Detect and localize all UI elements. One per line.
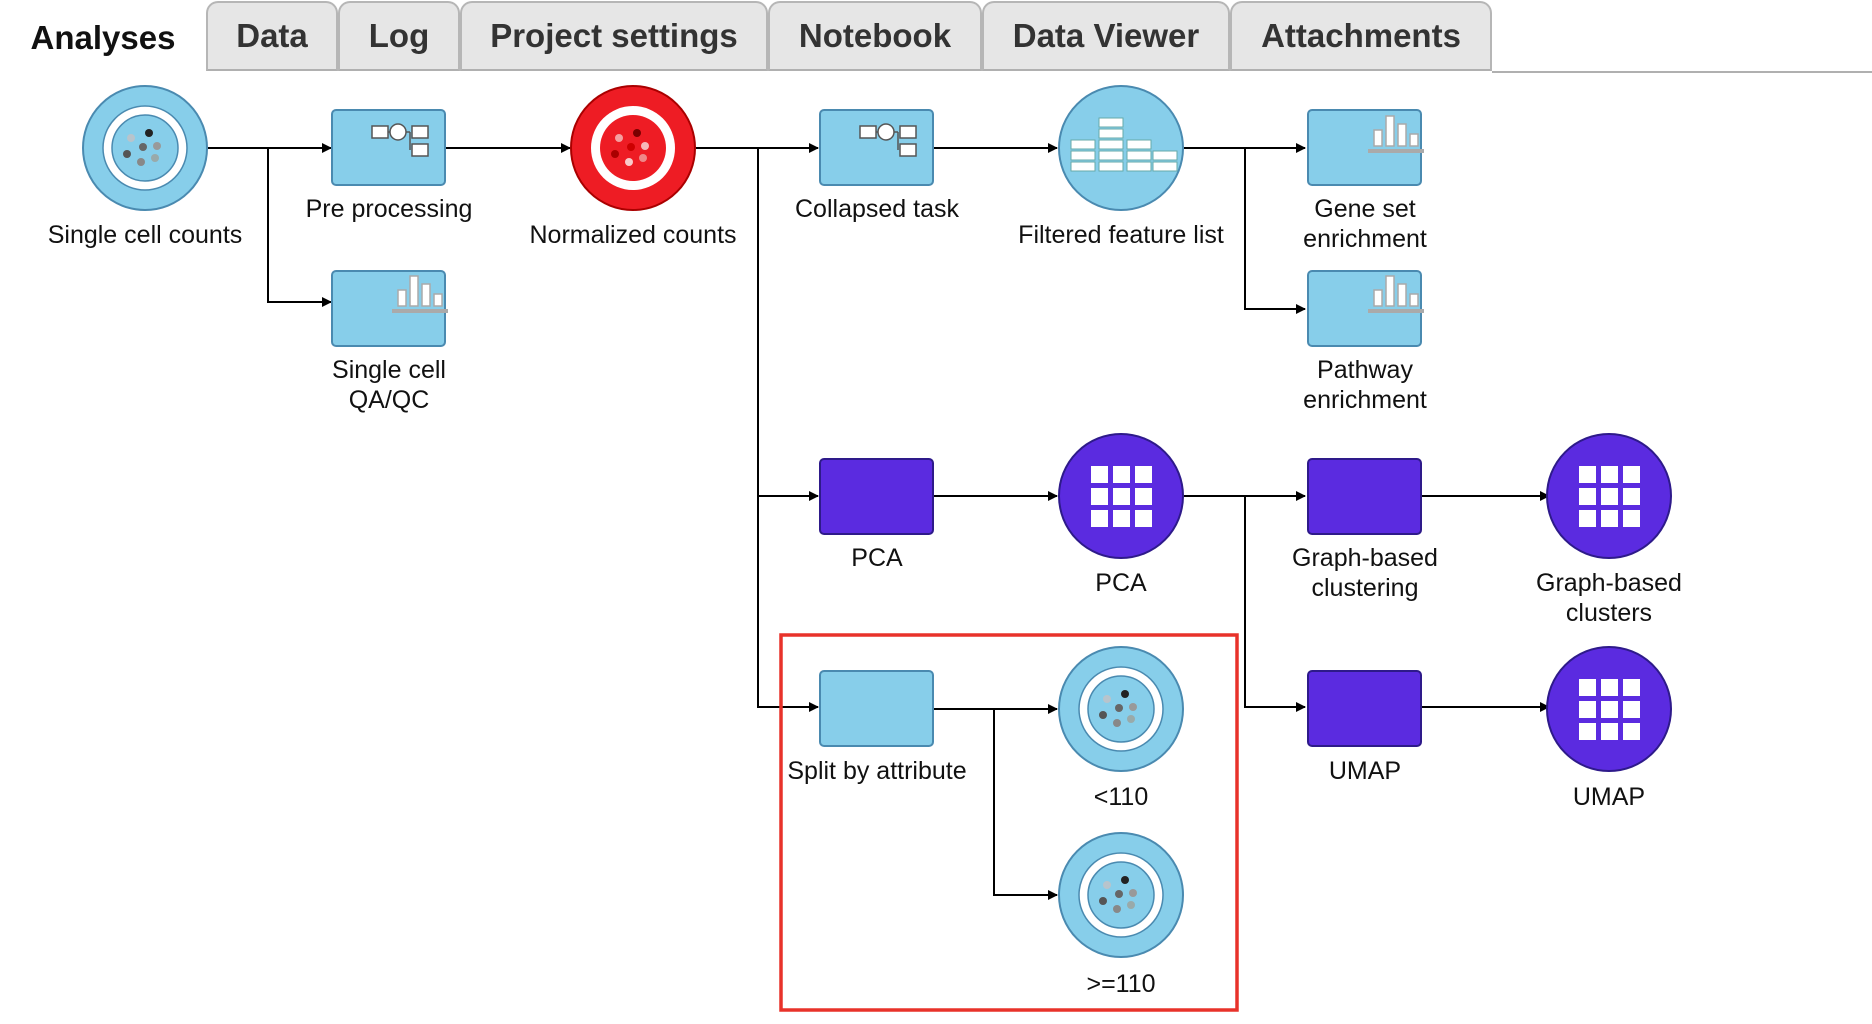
node-pre-processing[interactable] <box>331 109 446 186</box>
tab-log[interactable]: Log <box>338 1 460 71</box>
label-umap-task: UMAP <box>1328 757 1402 785</box>
pipeline-canvas: Single cell counts Pre processing Single… <box>0 74 1872 1024</box>
label-pca-data: PCA <box>1095 569 1147 597</box>
tab-attachments[interactable]: Attachments <box>1230 1 1492 71</box>
node-graph-based-clustering[interactable] <box>1307 458 1422 535</box>
node-umap-task[interactable] <box>1307 670 1422 747</box>
edge-filtered-pathway <box>1244 148 1306 314</box>
node-lt-110[interactable] <box>1058 646 1184 772</box>
label-pca-task: PCA <box>851 544 903 572</box>
connectors <box>208 143 1550 900</box>
tab-divider <box>1492 71 1872 73</box>
label-lt-110: <110 <box>1093 783 1149 811</box>
node-split-by-attribute[interactable] <box>819 670 934 747</box>
label-umap-data: UMAP <box>1572 783 1646 811</box>
node-pca-task[interactable] <box>819 458 934 535</box>
label-pathway-enrichment: Pathway enrichment <box>1303 356 1427 414</box>
node-pathway-enrichment[interactable] <box>1307 270 1425 347</box>
tab-project-settings[interactable]: Project settings <box>460 1 768 71</box>
tab-data-viewer[interactable]: Data Viewer <box>982 1 1230 71</box>
node-ge-110[interactable] <box>1058 832 1184 958</box>
label-split-by-attribute: Split by attribute <box>787 757 967 785</box>
tab-bar: Analyses Data Log Project settings Noteb… <box>0 0 1872 74</box>
label-collapsed-task: Collapsed task <box>795 195 959 223</box>
node-normalized-counts[interactable] <box>570 85 696 211</box>
label-normalized-counts: Normalized counts <box>529 221 737 249</box>
node-filtered-feature-list[interactable] <box>1058 85 1184 211</box>
label-graph-based-clustering: Graph-based clustering <box>1292 544 1438 602</box>
label-filtered-feature-list: Filtered feature list <box>1018 221 1224 249</box>
node-single-cell-qa-qc[interactable] <box>331 270 449 347</box>
edge-pca-umap <box>1244 496 1306 712</box>
edge-split-ge110 <box>993 709 1058 900</box>
tab-data[interactable]: Data <box>206 1 338 71</box>
label-pre-processing: Pre processing <box>305 195 473 223</box>
pipeline-diagram <box>82 85 1672 1012</box>
label-single-cell-qa-qc: Single cell QA/QC <box>332 356 446 414</box>
node-graph-based-clusters[interactable] <box>1546 433 1672 559</box>
node-collapsed-task[interactable] <box>819 109 934 186</box>
node-pca-data[interactable] <box>1058 433 1184 559</box>
label-graph-based-clusters: Graph-based clusters <box>1536 569 1682 627</box>
label-single-cell-counts: Single cell counts <box>47 221 243 249</box>
node-gene-set-enrichment[interactable] <box>1307 109 1425 186</box>
edge-normalized-split <box>757 496 819 712</box>
highlight-box <box>779 633 1239 1012</box>
edge-counts-qaqc <box>267 148 332 307</box>
tab-analyses[interactable]: Analyses <box>0 1 206 74</box>
label-gene-set-enrichment: Gene set enrichment <box>1303 195 1427 253</box>
tab-notebook[interactable]: Notebook <box>768 1 982 71</box>
node-umap-data[interactable] <box>1546 646 1672 772</box>
node-single-cell-counts[interactable] <box>82 85 208 211</box>
label-ge-110: >=110 <box>1086 970 1156 998</box>
